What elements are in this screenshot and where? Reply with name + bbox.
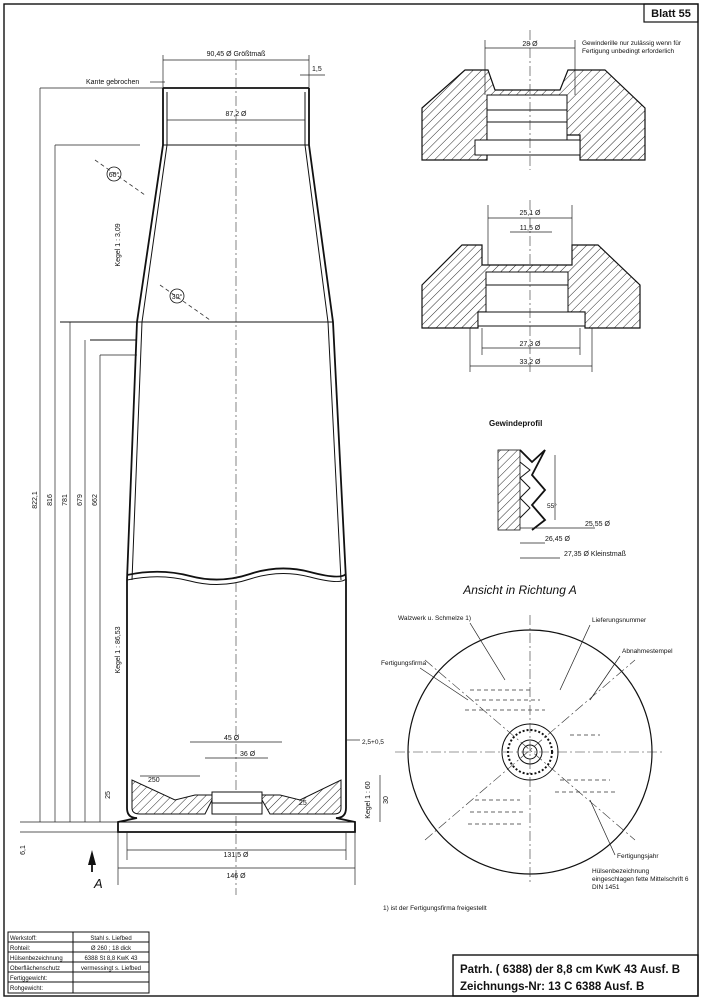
table-label-1: Werkstoff: [10, 936, 37, 942]
table-value-1: Stahl s. Liefbed [90, 936, 131, 942]
dim-25a-label: 25 [105, 791, 112, 799]
label-abnahmestempel: Abnahmestempel [622, 648, 673, 655]
table-label-3: Hülsenbezeichnung [10, 956, 63, 962]
break-line-2 [126, 573, 347, 585]
dim-30-label: 30 [383, 796, 390, 804]
case-inner-left [131, 92, 168, 581]
detail-top-note: Gewinderille nur zulässig wenn für Ferti… [582, 40, 681, 55]
thread-teeth [519, 449, 547, 531]
table-value-4: vermessingt s. Liefbed [81, 966, 141, 972]
label-walzwerk: Walzwerk u. Schmelze 1) [398, 615, 471, 622]
thread-profile: Gewindeprofil 55° 25,55 Ø 26,45 Ø 27,35 … [489, 419, 626, 559]
table-label-5: Fertiggewicht: [10, 976, 48, 982]
cone1-label: Kegel 1 : 3,09 [115, 223, 122, 266]
detail-mid-dim-3: 27,3 Ø [519, 341, 541, 348]
view-a-title: Ansicht in Richtung A [462, 583, 577, 597]
main-view: 90,45 Ø Größtmaß 1,5 Kante gebrochen 87,… [20, 51, 390, 895]
thread-angle: 55° [547, 502, 557, 510]
detail-mid-dim-1: 25,1 Ø [519, 210, 541, 217]
thread-dim-1: 25,55 Ø [585, 521, 610, 528]
sheet-label-box [643, 3, 699, 23]
detail-top: 28 Ø Gewinderille nur zulässig wenn für … [421, 30, 681, 170]
cone2-label: Kegel 1 : 86,53 [115, 626, 122, 673]
length-dim-5: 662 [92, 494, 99, 506]
title-block: Patrh. ( 6388) der 8,8 cm KwK 43 Ausf. B… [452, 954, 699, 997]
edge-note: Kante gebrochen [86, 79, 139, 86]
thread-dim-2: 26,45 Ø [545, 536, 570, 543]
case-inner-right [304, 92, 342, 581]
title-line-2: Zeichnungs-Nr: 13 C 6388 Ausf. B [460, 981, 644, 993]
detail-mid: 25,1 Ø 11,5 Ø 27,3 Ø 33,2 Ø [421, 200, 641, 375]
angle1-label: 60° [109, 171, 120, 179]
length-dim-2: 816 [47, 494, 54, 506]
table-value-2: Ø 260 ; 18 dick [91, 946, 132, 952]
base-dim-label: 146 Ø [226, 873, 246, 880]
case-outline [117, 88, 356, 833]
view-arrow-icon [88, 850, 96, 865]
angle1-marker [106, 166, 122, 182]
top-dim-label: 90,45 Ø Größtmaß [207, 51, 266, 58]
angle2-label: 30° [172, 293, 183, 301]
dim-250-label: 250 [148, 777, 160, 784]
sheet-label: Blatt 55 [651, 8, 691, 20]
detail-mid-dim-4: 33,2 Ø [519, 359, 541, 366]
stamp-marks [465, 689, 615, 825]
title-line-1: Patrh. ( 6388) der 8,8 cm KwK 43 Ausf. B [460, 964, 680, 976]
angle2-marker [169, 288, 185, 304]
dim-36-label: 36 Ø [240, 751, 256, 758]
detail-top-dim: 28 Ø [522, 41, 538, 48]
info-table: Werkstoff: Stahl s. Liefbed Rohteil: Ø 2… [7, 931, 150, 994]
cone3-label: Kegel 1 : 60 [365, 781, 372, 818]
length-dim-4: 679 [77, 494, 84, 506]
base-dim-61: 6,1 [20, 845, 27, 855]
thread-dim-3: 27,35 Ø Kleinstmaß [564, 551, 626, 558]
neck-dim-label: 87,2 Ø [225, 111, 247, 118]
break-line [126, 567, 347, 581]
table-label-2: Rohteil: [10, 946, 31, 952]
detail-mid-dim-2: 11,5 Ø [520, 225, 541, 232]
label-fertigungsjahr: Fertigungsjahr [617, 853, 659, 860]
sheet-border [3, 3, 699, 997]
dim-25b-label: 25 [299, 800, 307, 807]
dim-45-label: 45 Ø [224, 735, 240, 742]
length-dim-3: 781 [62, 494, 69, 506]
dim-small-label: 2,5+0,5 [362, 739, 384, 746]
label-fertigungsfirma: Fertigungsfirma [381, 660, 427, 667]
length-dim-1: 822,1 [32, 491, 39, 509]
view-arrow-label: A [93, 876, 103, 891]
table-label-4: Oberflächenschutz [10, 966, 60, 972]
footnote: 1) ist der Fertigungsfirma freigestellt [383, 905, 487, 912]
rim-dim-label: 131,5 Ø [224, 852, 249, 859]
thread-profile-title: Gewindeprofil [489, 419, 542, 428]
view-a: Ansicht in Richtung A Walzwerk u. Schmel… [381, 583, 689, 912]
label-lieferungsnummer: Lieferungsnummer [592, 617, 647, 624]
top-right-dim-label: 1,5 [312, 66, 322, 73]
table-value-3: 6388 St 8,8 KwK 43 [84, 956, 138, 962]
length-dims: 822,1 816 781 679 662 6,1 [20, 87, 163, 855]
label-huelsen-note: Hülsenbezeichnung eingeschlagen fette Mi… [592, 868, 689, 891]
table-label-6: Rohgewicht: [10, 986, 43, 992]
